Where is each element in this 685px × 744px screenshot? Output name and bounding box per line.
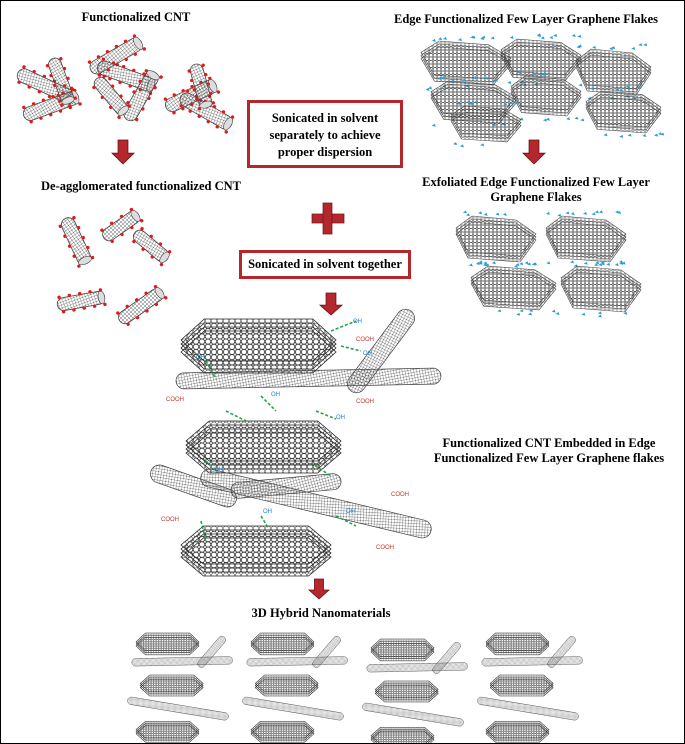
oh-group-label: OH — [214, 467, 223, 473]
label-3d-hybrid-nanomaterials: 3D Hybrid Nanomaterials — [251, 606, 391, 620]
graphene-flake — [545, 210, 627, 268]
down-arrow-icon — [522, 139, 546, 165]
cnt-tube — [120, 69, 163, 122]
down-arrow-icon — [111, 139, 135, 165]
cnt-tube — [100, 207, 144, 244]
graphene-flake — [420, 35, 514, 91]
box-sonicated-separately: Sonicated in solvent separately to achie… — [247, 100, 403, 168]
cooh-group-label: COOH — [356, 337, 374, 343]
label-edge-functionalized-graphene: Edge Functionalized Few Layer Graphene F… — [394, 12, 658, 26]
cnt-tube — [230, 473, 342, 499]
label-deagglomerated-cnt: De-agglomerated functionalized CNT — [41, 179, 241, 193]
hydrogen-bond — [340, 345, 362, 352]
hydrogen-bond — [205, 460, 217, 472]
graphene-flake — [450, 100, 522, 148]
box-sonicated-together: Sonicated in solvent together — [239, 250, 411, 279]
hydrogen-bond — [205, 360, 217, 380]
process-arrows — [111, 139, 546, 600]
oh-group-label: OH — [346, 509, 355, 515]
cnt-tube — [56, 288, 107, 314]
label-embedded-hybrid: Functionalized CNT Embedded in Edge Func… — [433, 436, 665, 465]
graphene-sheet — [185, 420, 342, 474]
hydrogen-bond — [310, 462, 332, 477]
cnt-tube — [45, 57, 77, 107]
graphene-flakes-group — [420, 33, 665, 318]
hydrogen-bond — [200, 520, 207, 542]
plus-sign — [311, 202, 345, 235]
cooh-group-label: COOH — [376, 545, 394, 551]
box-sonicated-together-text: Sonicated in solvent together — [248, 257, 402, 271]
oh-group-label: OH — [363, 351, 372, 357]
graphene-flake — [585, 85, 665, 138]
hydrogen-bond — [260, 515, 270, 530]
hydrogen-bond — [315, 410, 337, 420]
oh-group-label: OH — [263, 509, 272, 515]
graphene-flake — [560, 260, 642, 318]
oh-group-label: OH — [196, 355, 205, 361]
hydrogen-bond — [225, 410, 247, 422]
graphene-flake — [470, 260, 560, 316]
label-exfoliated-graphene: Exfoliated Edge Functionalized Few Layer… — [422, 175, 650, 204]
cnt-tube — [116, 284, 168, 326]
down-arrow-icon — [307, 578, 331, 600]
graphene-sheet — [180, 318, 337, 374]
graphene-sheet — [180, 525, 332, 577]
box-sonicated-separately-text: Sonicated in solvent separately to achie… — [269, 111, 381, 159]
hybrid-nanomaterial-unit — [362, 638, 468, 743]
oh-group-label: OH — [353, 319, 362, 325]
hybrid-structure-group: OH OH OH OH OH OH OH OH COOH COOH COOH COOH COOH COOH — [127, 308, 583, 743]
graphene-flake — [455, 210, 537, 268]
hybrid-nanomaterial-unit — [127, 632, 233, 743]
hybrid-nanomaterial-unit — [242, 632, 348, 743]
graphene-flake — [500, 33, 583, 87]
cooh-group-label: COOH — [166, 397, 184, 403]
graphene-flake — [575, 43, 652, 100]
graphene-flake — [510, 70, 585, 122]
cnt-tube — [58, 215, 95, 268]
cooh-group-label: COOH — [391, 492, 409, 498]
cnt-cluster-group — [16, 34, 235, 326]
cnt-tube — [92, 74, 131, 119]
cnt-tube — [187, 63, 215, 111]
down-arrow-icon — [318, 292, 344, 316]
hybrid-nanomaterial-unit — [477, 632, 583, 743]
cooh-group-label: COOH — [356, 399, 374, 405]
cnt-tube — [132, 226, 172, 267]
hydrogen-bond — [335, 515, 357, 527]
oh-group-label: OH — [271, 392, 280, 398]
hydrogen-bond — [330, 320, 357, 332]
hydrogen-bond — [260, 395, 277, 412]
cooh-group-label: COOH — [161, 517, 179, 523]
label-functionalized-cnt: Functionalized CNT — [81, 10, 191, 24]
oh-group-label: OH — [336, 415, 345, 421]
plus-vertical — [322, 202, 333, 235]
cnt-tube — [347, 308, 415, 394]
